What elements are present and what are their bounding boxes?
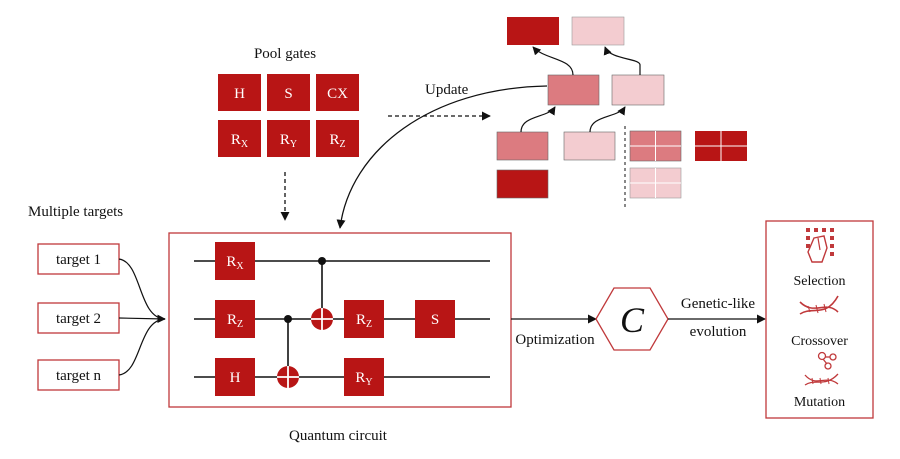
cost-symbol: C — [620, 300, 645, 340]
molecule-dna-icon — [804, 351, 839, 386]
svg-text:RY: RY — [355, 370, 372, 388]
population-bottom-dark — [496, 169, 549, 199]
control-dot-q1 — [284, 315, 292, 323]
crossover-label: Crossover — [791, 334, 848, 349]
population-top-dark — [507, 17, 559, 45]
selection-label: Selection — [793, 274, 845, 289]
pool-gate-h[interactable]: H — [218, 74, 261, 111]
genetic-label-line2: evolution — [690, 324, 747, 340]
svg-text:RZ: RZ — [329, 132, 345, 150]
dna-icon — [799, 295, 839, 315]
target-n-box[interactable]: target n — [37, 359, 120, 391]
targets-merge-arrows — [118, 258, 166, 376]
population-bottom-pink — [563, 131, 616, 161]
multiple-targets-title: Multiple targets — [28, 204, 123, 220]
svg-text:H: H — [230, 370, 241, 386]
pool-gate-s[interactable]: S — [267, 74, 310, 111]
target-2-label: target 2 — [56, 311, 101, 327]
evolution-panel — [765, 220, 874, 419]
update-label: Update — [425, 82, 469, 98]
cost-function-hexagon[interactable]: C — [595, 287, 669, 351]
svg-text:RZ: RZ — [227, 312, 243, 330]
target-n-label: target n — [56, 368, 102, 384]
population-top-pink — [571, 16, 625, 46]
pool-gate-rz[interactable]: RZ — [316, 120, 359, 157]
pool-gates-grid: H S CX RX RY RZ — [218, 74, 359, 157]
population-mid-medium — [547, 74, 600, 106]
pool-gate-ry[interactable]: RY — [267, 120, 310, 157]
svg-text:RX: RX — [226, 254, 244, 272]
svg-text:RY: RY — [280, 132, 297, 150]
genetic-label-line1: Genetic-like — [681, 296, 755, 312]
target-1-box[interactable]: target 1 — [37, 243, 120, 275]
svg-text:CX: CX — [327, 86, 348, 102]
control-dot-q0 — [318, 257, 326, 265]
cnot-target-q1 — [311, 308, 333, 330]
target-2-box[interactable]: target 2 — [37, 302, 120, 334]
pool-gates-title: Pool gates — [254, 46, 316, 62]
circuit-gate-s[interactable]: S — [415, 300, 455, 338]
population-grid-dark — [695, 131, 747, 161]
svg-text:S: S — [431, 312, 439, 328]
population-grid-pink — [629, 167, 682, 199]
population-grid-medium — [629, 130, 682, 162]
circuit-gate-rz-2[interactable]: RZ — [344, 300, 384, 338]
cnot-target-q2 — [277, 366, 299, 388]
population-mid-pink — [611, 74, 665, 106]
circuit-gate-rx[interactable]: RX — [215, 242, 255, 280]
circuit-gate-ry[interactable]: RY — [344, 358, 384, 396]
grid-hand-icon — [806, 228, 834, 263]
svg-text:RX: RX — [231, 132, 249, 150]
update-feedback-arrow — [336, 85, 548, 229]
population-tree — [496, 16, 747, 210]
mutation-label: Mutation — [794, 395, 845, 410]
quantum-circuit-label: Quantum circuit — [289, 428, 388, 444]
pool-gate-cx[interactable]: CX — [316, 74, 359, 111]
optimization-label: Optimization — [515, 332, 595, 348]
svg-text:S: S — [284, 86, 292, 102]
pool-gate-rx[interactable]: RX — [218, 120, 261, 157]
svg-text:H: H — [234, 86, 245, 102]
circuit-gate-rz-1[interactable]: RZ — [215, 300, 255, 338]
target-1-label: target 1 — [56, 252, 101, 268]
circuit-gate-h[interactable]: H — [215, 358, 255, 396]
svg-text:RZ: RZ — [356, 312, 372, 330]
population-bottom-medium — [496, 131, 549, 161]
